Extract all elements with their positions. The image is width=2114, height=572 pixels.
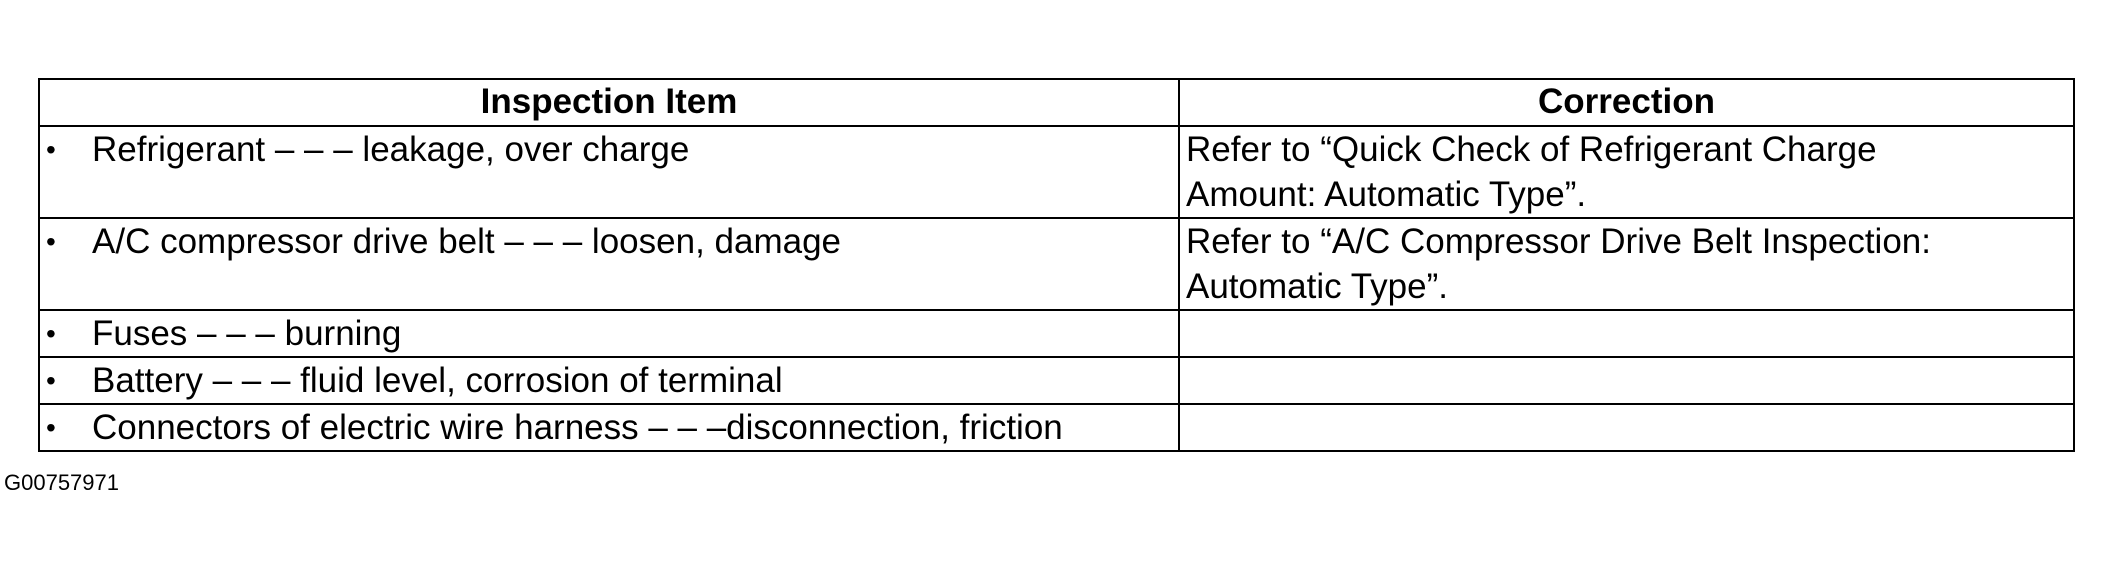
bullet-icon: • bbox=[46, 318, 56, 349]
header-inspection-item: Inspection Item bbox=[38, 78, 1180, 127]
inspection-item-cell: • A/C compressor drive belt – – – loosen… bbox=[38, 217, 1180, 311]
correction-text-line: Automatic Type”. bbox=[1186, 267, 1448, 306]
bullet-icon: • bbox=[46, 412, 56, 443]
table-row: • A/C compressor drive belt – – – loosen… bbox=[38, 217, 2075, 311]
correction-cell: Refer to “Quick Check of Refrigerant Cha… bbox=[1178, 125, 2075, 219]
inspection-item-text: Refrigerant – – – leakage, over charge bbox=[92, 130, 690, 169]
inspection-item-text: A/C compressor drive belt – – – loosen, … bbox=[92, 222, 841, 261]
correction-text-line: Refer to “A/C Compressor Drive Belt Insp… bbox=[1186, 222, 1931, 261]
table-row: • Connectors of electric wire harness – … bbox=[38, 403, 2075, 452]
bullet-icon: • bbox=[46, 365, 56, 396]
bullet-icon: • bbox=[46, 226, 56, 257]
table-row: • Fuses – – – burning bbox=[38, 309, 2075, 358]
correction-cell-empty bbox=[1178, 309, 2075, 358]
inspection-item-text: Fuses – – – burning bbox=[92, 314, 402, 353]
correction-text-line: Refer to “Quick Check of Refrigerant Cha… bbox=[1186, 130, 1877, 169]
inspection-table: Inspection Item Correction • Refrigerant… bbox=[38, 78, 2075, 452]
table-row: • Battery – – – fluid level, corrosion o… bbox=[38, 356, 2075, 405]
inspection-item-text: Battery – – – fluid level, corrosion of … bbox=[92, 361, 783, 400]
inspection-item-cell: • Refrigerant – – – leakage, over charge bbox=[38, 125, 1180, 219]
correction-text-line: Amount: Automatic Type”. bbox=[1186, 175, 1587, 214]
inspection-item-cell: • Connectors of electric wire harness – … bbox=[38, 403, 1180, 452]
figure-id-label: G00757971 bbox=[4, 470, 119, 495]
table-header-row: Inspection Item Correction bbox=[38, 78, 2075, 127]
inspection-item-text: Connectors of electric wire harness – – … bbox=[92, 408, 1063, 447]
correction-cell-empty bbox=[1178, 356, 2075, 405]
table-row: • Refrigerant – – – leakage, over charge… bbox=[38, 125, 2075, 219]
inspection-item-cell: • Fuses – – – burning bbox=[38, 309, 1180, 358]
correction-cell-empty bbox=[1178, 403, 2075, 452]
bullet-icon: • bbox=[46, 134, 56, 165]
header-correction: Correction bbox=[1178, 78, 2075, 127]
correction-cell: Refer to “A/C Compressor Drive Belt Insp… bbox=[1178, 217, 2075, 311]
inspection-item-cell: • Battery – – – fluid level, corrosion o… bbox=[38, 356, 1180, 405]
